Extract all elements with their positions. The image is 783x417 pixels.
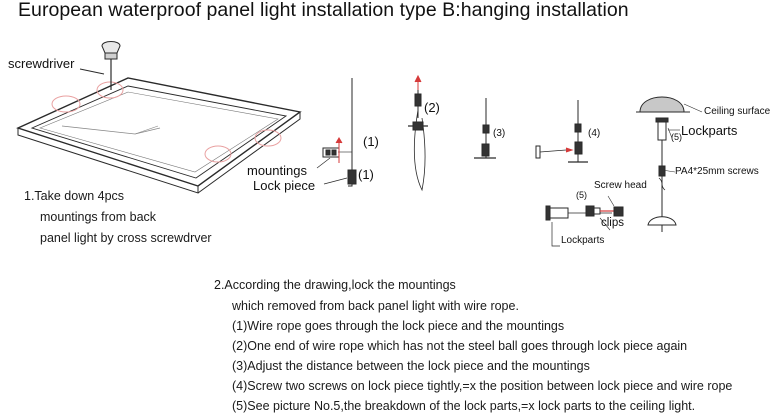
step4-detail-drawing [535, 100, 588, 163]
step2-line-4: (3)Adjust the distance between the lock … [232, 359, 590, 373]
panel-light-drawing [16, 77, 302, 194]
step1-number-upper: (1) [363, 134, 379, 149]
lockparts-breakdown-drawing [545, 195, 624, 247]
pa4-screws-label: PA4*25mm screws [675, 166, 759, 177]
screwdriver-drawing [79, 41, 121, 90]
ceiling-surface-label: Ceiling surface [704, 106, 771, 117]
step2-line-3: (2)One end of wire rope which has not th… [232, 339, 688, 353]
clips-label: clips [601, 217, 625, 229]
step2-line-1: which removed from back panel light with… [232, 299, 519, 313]
step1-number-lower: (1) [358, 167, 374, 182]
step3-number: (3) [493, 128, 506, 139]
step4-number: (4) [588, 128, 601, 139]
mountings-label: mountings [247, 163, 307, 178]
lockparts-number: (5) [576, 190, 587, 200]
step2-line-6: (5)See picture No.5,the breakdown of the… [232, 399, 696, 413]
step1-detail-drawing [316, 78, 357, 187]
lockparts-small-label: Lockparts [561, 235, 605, 246]
page-title: European waterproof panel light installa… [18, 0, 629, 21]
step2-line-5: (4)Screw two screws on lock piece tightl… [232, 379, 733, 393]
step1-line-1: 1.Take down 4pcs [24, 189, 125, 203]
screw-head-label: Screw head [594, 180, 647, 191]
step2-detail-drawing [408, 74, 428, 192]
ceiling-assembly-drawing [636, 96, 703, 232]
mounting-highlight-circles [51, 81, 282, 163]
lockparts-right-label: Lockparts [681, 123, 738, 138]
screwdriver-label: screwdriver [8, 56, 75, 71]
step1-line-2: mountings from back [40, 210, 157, 224]
step2-line-2: (1)Wire rope goes through the lock piece… [232, 319, 565, 333]
step1-line-3: panel light by cross screwdrver [40, 231, 212, 245]
ceiling-number: (5) [671, 132, 682, 142]
step2-number: (2) [424, 100, 440, 115]
step3-detail-drawing [474, 98, 496, 159]
lock-piece-label: Lock piece [253, 178, 316, 193]
step2-heading: 2.According the drawing,lock the mountin… [214, 278, 456, 292]
